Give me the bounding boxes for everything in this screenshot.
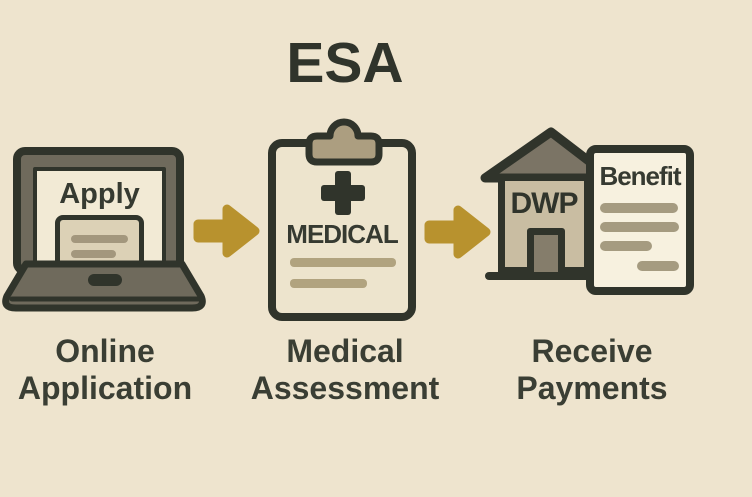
arrow-right-icon xyxy=(193,204,260,258)
building-text: DWP xyxy=(510,187,579,220)
page-title: ESA xyxy=(286,31,404,95)
laptop-screen-display: Apply xyxy=(33,167,166,272)
touchpad xyxy=(88,274,122,286)
caption-line: Medical xyxy=(286,333,404,369)
laptop-base-keyboard xyxy=(2,260,206,312)
building-door xyxy=(527,228,565,279)
caption-line: Application xyxy=(17,370,193,406)
clipboard-text-line xyxy=(290,258,396,267)
caption-line: Receive xyxy=(531,333,653,369)
clipboard-clip xyxy=(305,118,383,166)
arrow-right-icon xyxy=(424,205,491,259)
caption-online-application: Online Application xyxy=(0,333,215,407)
form-text-line xyxy=(71,235,128,243)
caption-line: Payments xyxy=(516,370,668,406)
benefit-letter: Benefit xyxy=(586,145,694,295)
caption-line: Online xyxy=(55,333,155,369)
laptop-screen-text: Apply xyxy=(59,178,140,210)
caption-receive-payments: Receive Payments xyxy=(482,333,702,407)
clipboard-text: MEDICAL xyxy=(286,219,398,249)
letter-title-text: Benefit xyxy=(599,161,681,191)
caption-line: Assessment xyxy=(250,370,440,406)
clipboard-text-line xyxy=(290,279,367,288)
medical-clipboard: MEDICAL xyxy=(268,139,416,321)
letter-text-line xyxy=(600,241,652,251)
medical-cross-icon xyxy=(321,185,365,201)
caption-medical-assessment: Medical Assessment xyxy=(235,333,455,407)
form-text-line xyxy=(71,250,116,258)
letter-text-line xyxy=(600,203,678,213)
letter-text-line xyxy=(600,222,679,232)
letter-text-line xyxy=(637,261,679,271)
